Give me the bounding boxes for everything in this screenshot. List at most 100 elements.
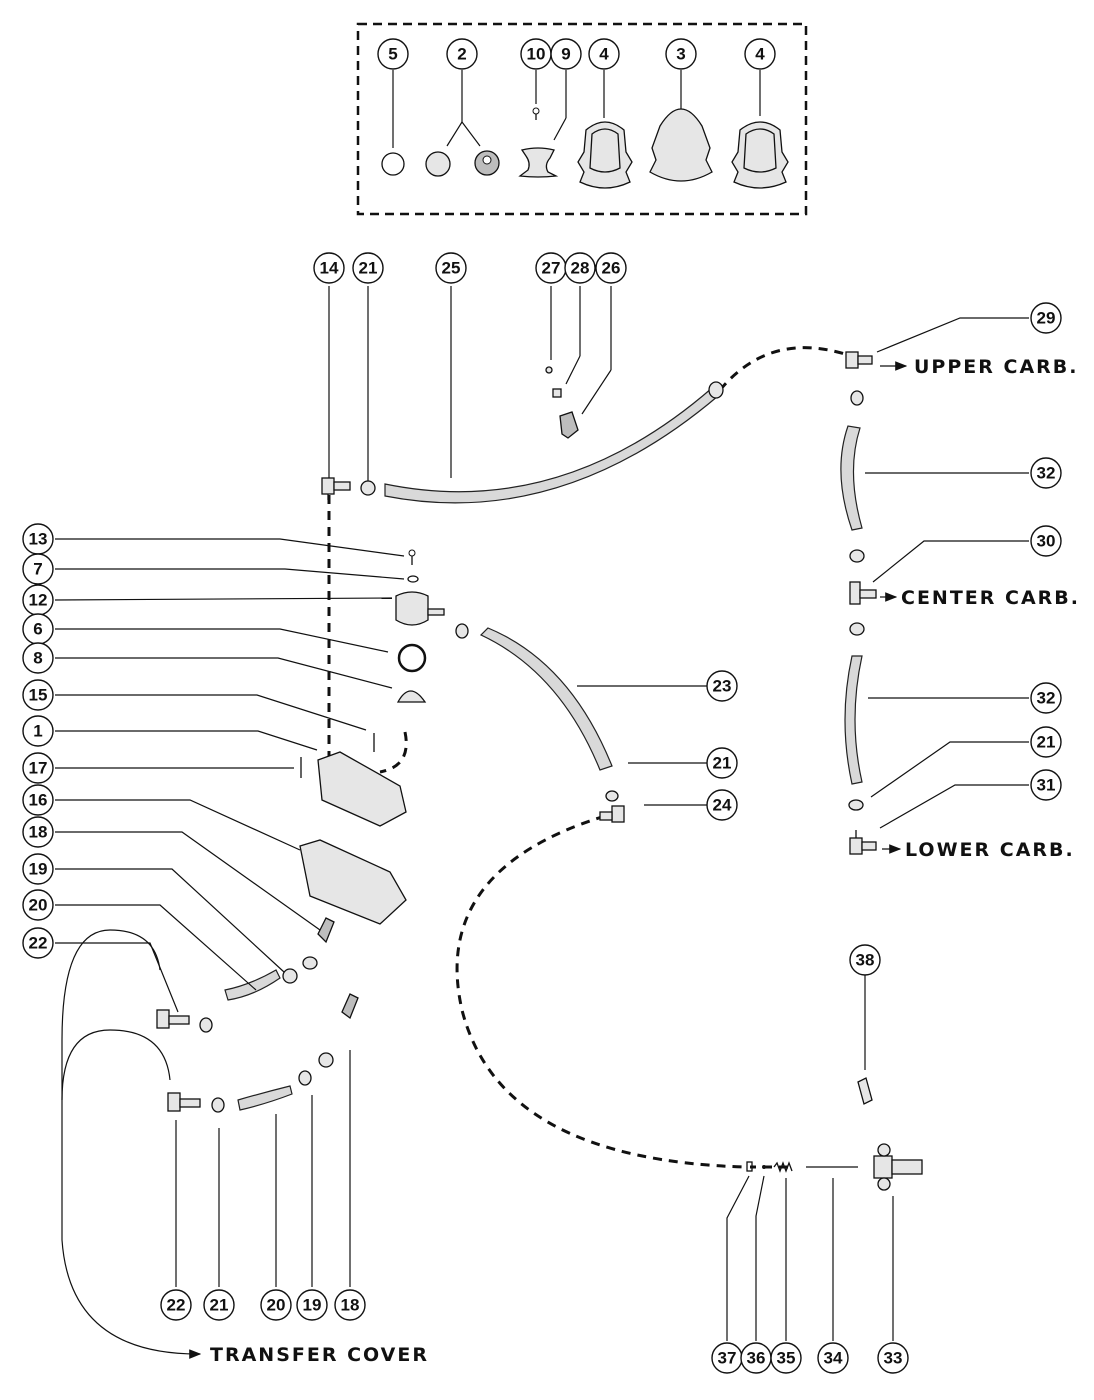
pump-cover-part-16 bbox=[299, 839, 407, 925]
svg-text:15: 15 bbox=[29, 686, 48, 705]
svg-text:9: 9 bbox=[561, 45, 570, 64]
callout-23: 23 bbox=[706, 670, 738, 702]
callout-7: 7 bbox=[22, 553, 54, 585]
svg-text:21: 21 bbox=[713, 754, 732, 773]
hose-part-32b bbox=[844, 655, 863, 785]
primer-valve-part-33 bbox=[873, 1143, 923, 1191]
seat-part-36 bbox=[762, 1165, 766, 1169]
transfer-cover-label: TRANSFER COVER bbox=[210, 1344, 429, 1366]
spring-part-35 bbox=[773, 1161, 793, 1173]
callout-26: 26 bbox=[595, 252, 627, 284]
callout-13: 13 bbox=[22, 523, 54, 555]
callout-21b: 21 bbox=[1030, 726, 1062, 758]
svg-text:20: 20 bbox=[29, 896, 48, 915]
svg-text:32: 32 bbox=[1037, 689, 1056, 708]
clamp-part-21-left-a bbox=[199, 1017, 213, 1033]
check-valve-parts-2 bbox=[425, 150, 500, 177]
callout-32b: 32 bbox=[1030, 682, 1062, 714]
svg-text:31: 31 bbox=[1037, 776, 1056, 795]
clamp-part-21a bbox=[360, 480, 376, 496]
fuel-hose-part-25 bbox=[384, 387, 719, 504]
callout-35: 35 bbox=[770, 1342, 802, 1374]
nut-part-lower bbox=[318, 1052, 334, 1068]
gasket-part-4b bbox=[731, 121, 789, 189]
svg-text:7: 7 bbox=[33, 560, 42, 579]
callout-24: 24 bbox=[706, 789, 738, 821]
callout-27: 27 bbox=[535, 252, 567, 284]
tee-fitting-part-29 bbox=[845, 351, 873, 369]
svg-text:22: 22 bbox=[29, 934, 48, 953]
callout-22b: 22 bbox=[160, 1289, 192, 1321]
clamp-part-21d bbox=[211, 1097, 225, 1113]
svg-text:36: 36 bbox=[747, 1349, 766, 1368]
clamp-center-lower bbox=[849, 622, 865, 636]
pump-body-part-1 bbox=[317, 751, 407, 827]
tee-fitting-part-30 bbox=[849, 581, 877, 605]
clip-part-26 bbox=[559, 411, 579, 439]
clamp-center-upper bbox=[849, 549, 865, 563]
svg-text:30: 30 bbox=[1037, 532, 1056, 551]
washer-part-28 bbox=[552, 388, 562, 398]
fitting-part-18b bbox=[341, 993, 359, 1020]
callout-9: 9 bbox=[550, 38, 582, 70]
svg-text:12: 12 bbox=[29, 591, 48, 610]
callout-17: 17 bbox=[22, 752, 54, 784]
callout-leaders bbox=[54, 286, 1029, 1341]
clamp-upper-right bbox=[850, 390, 864, 406]
callout-33: 33 bbox=[877, 1342, 909, 1374]
callout-6: 6 bbox=[22, 613, 54, 645]
callout-38: 38 bbox=[849, 944, 881, 976]
svg-text:27: 27 bbox=[542, 259, 561, 278]
svg-text:19: 19 bbox=[303, 1296, 322, 1315]
elbow-fitting-part-31 bbox=[849, 830, 877, 855]
callout-4a: 4 bbox=[588, 38, 620, 70]
svg-text:20: 20 bbox=[267, 1296, 286, 1315]
callout-12: 12 bbox=[22, 584, 54, 616]
svg-text:6: 6 bbox=[33, 620, 42, 639]
callout-18b: 18 bbox=[334, 1289, 366, 1321]
o-ring-part-5 bbox=[381, 152, 405, 176]
svg-text:24: 24 bbox=[713, 796, 732, 815]
callout-16: 16 bbox=[22, 784, 54, 816]
repair-kit-box bbox=[356, 22, 808, 216]
callout-22a: 22 bbox=[22, 927, 54, 959]
svg-text:4: 4 bbox=[599, 45, 609, 64]
fitting-part-14 bbox=[321, 477, 351, 500]
gasket-part-6 bbox=[397, 643, 427, 673]
callout-15: 15 bbox=[22, 679, 54, 711]
callout-28: 28 bbox=[564, 252, 596, 284]
svg-text:33: 33 bbox=[884, 1349, 903, 1368]
kit-leaders bbox=[392, 70, 761, 148]
callout-30: 30 bbox=[1030, 525, 1062, 557]
svg-text:21: 21 bbox=[359, 259, 378, 278]
svg-text:2: 2 bbox=[457, 45, 466, 64]
callout-8: 8 bbox=[22, 642, 54, 674]
callout-4b: 4 bbox=[744, 38, 776, 70]
spring-part-19a bbox=[282, 968, 298, 984]
callout-5: 5 bbox=[377, 38, 409, 70]
svg-text:14: 14 bbox=[320, 259, 339, 278]
clamp-part-21c bbox=[605, 790, 619, 802]
screen-part-8 bbox=[396, 690, 427, 703]
fitting-part-18a bbox=[317, 917, 335, 944]
svg-text:25: 25 bbox=[442, 259, 461, 278]
callout-21c: 21 bbox=[706, 747, 738, 779]
callout-19a: 19 bbox=[22, 853, 54, 885]
callout-21a: 21 bbox=[352, 252, 384, 284]
svg-text:19: 19 bbox=[29, 860, 48, 879]
clamp-part-21-lower bbox=[848, 799, 864, 811]
callout-37: 37 bbox=[711, 1342, 743, 1374]
callout-20a: 20 bbox=[22, 889, 54, 921]
svg-text:8: 8 bbox=[33, 649, 42, 668]
svg-text:16: 16 bbox=[29, 791, 48, 810]
clamp-part-19a-nut bbox=[302, 956, 318, 970]
washer-part-7 bbox=[407, 575, 419, 583]
svg-text:1: 1 bbox=[33, 722, 42, 741]
screw-part-13 bbox=[408, 549, 416, 565]
svg-text:32: 32 bbox=[1037, 464, 1056, 483]
hose-clamp-upper bbox=[708, 381, 724, 399]
callout-36: 36 bbox=[740, 1342, 772, 1374]
elbow-fitting-part-22a bbox=[156, 1009, 190, 1029]
svg-text:21: 21 bbox=[1037, 733, 1056, 752]
